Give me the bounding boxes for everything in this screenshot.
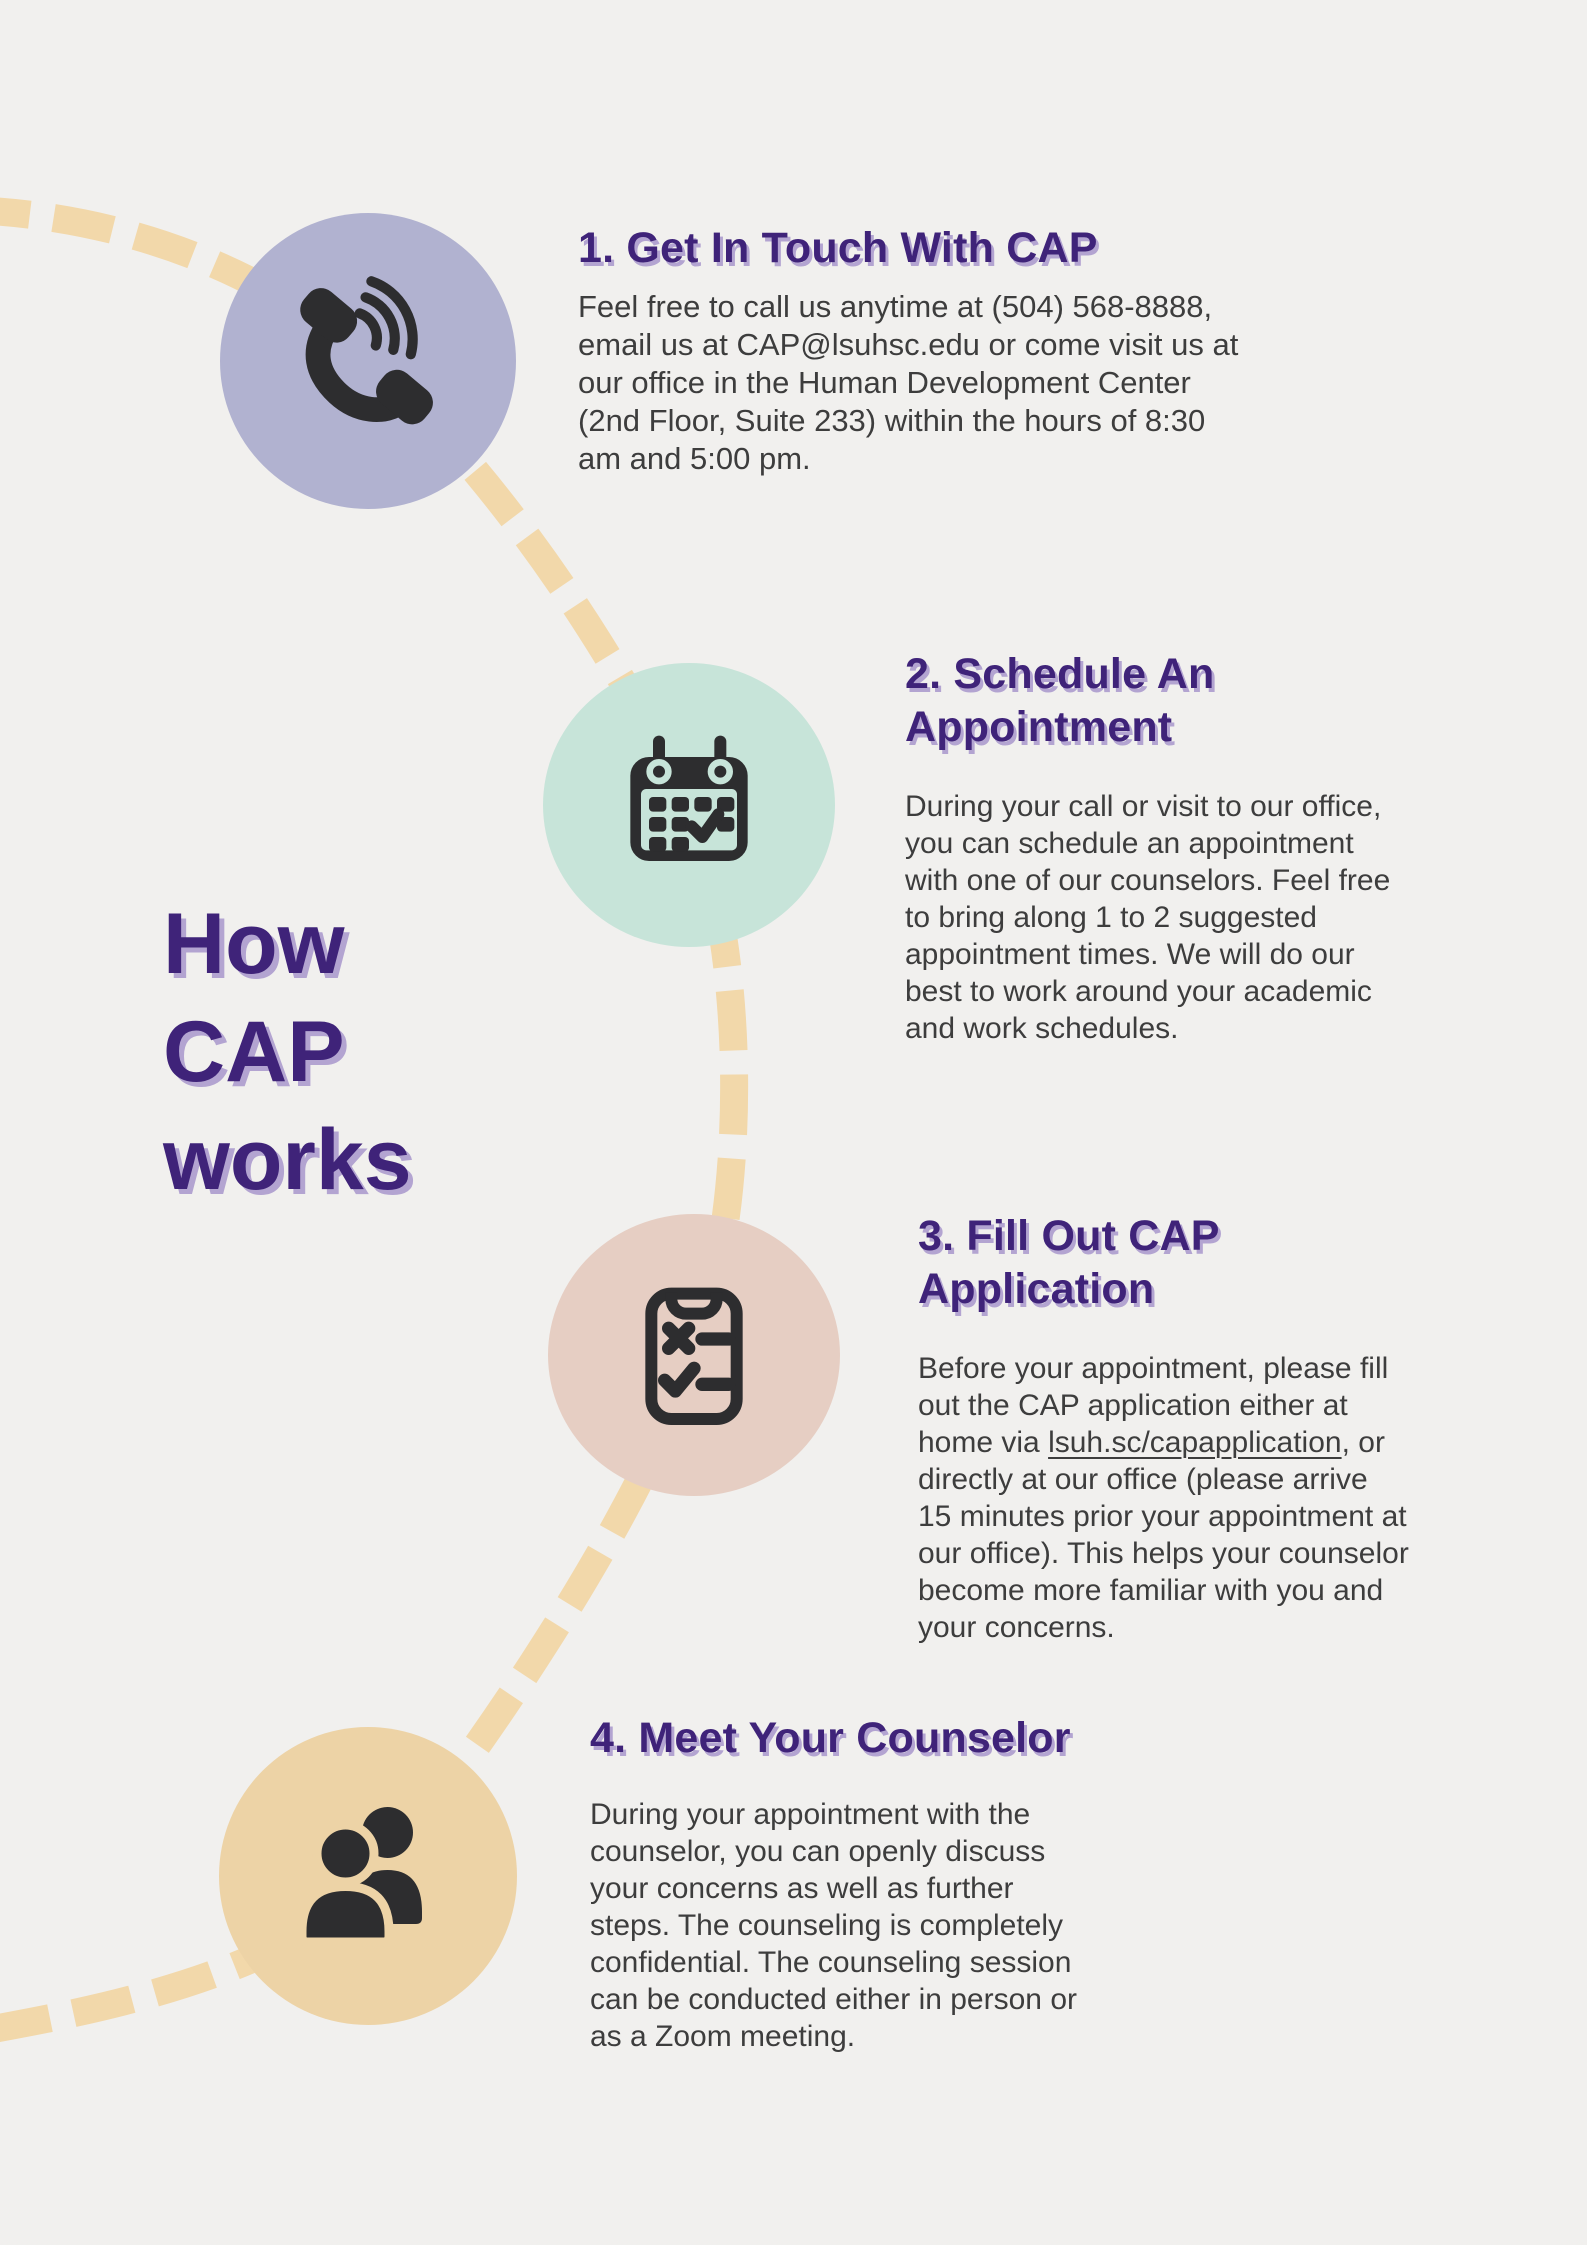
step-2-circle [543, 663, 835, 947]
step-4-title: 4. Meet Your Counselor [590, 1714, 1071, 1762]
step-4-body: During your appointment with the counsel… [590, 1798, 1077, 2053]
step-3-circle [548, 1214, 840, 1496]
calendar-icon [630, 735, 748, 861]
step-1-body: Feel free to call us anytime at (504) 56… [578, 289, 1239, 476]
step-4-circle [219, 1727, 517, 2025]
step-2-body: During your call or visit to our office,… [905, 790, 1391, 1045]
step-3-body-pre: Before your appointment, please fill out… [918, 1352, 1389, 1459]
step-1-title: 1. Get In Touch With CAP [578, 224, 1098, 272]
step-2-title: 2. Schedule An Appointment [905, 650, 1215, 751]
step-3-title: 3. Fill Out CAP Application [918, 1212, 1220, 1313]
page-title: How CAP works [163, 896, 412, 1208]
clipboard-icon [645, 1287, 743, 1425]
phone-icon [299, 275, 433, 424]
step-3-body-post: , or directly at our office (please arri… [918, 1426, 1409, 1644]
step-3-body: Before your appointment, please fill out… [918, 1350, 1528, 1646]
step-1-circle [220, 213, 516, 509]
cap-application-link[interactable]: lsuh.sc/capapplication [1048, 1426, 1342, 1459]
people-icon [297, 1807, 422, 1947]
